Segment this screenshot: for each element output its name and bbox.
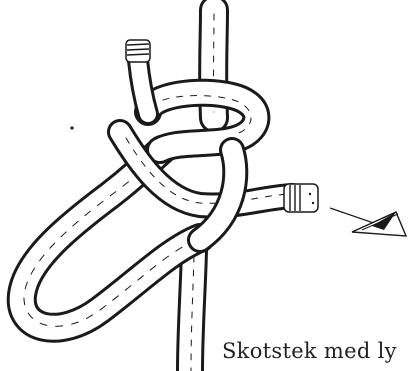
whipping-right [284, 184, 318, 212]
figure-caption: Skotstek med ly [222, 339, 397, 363]
tail-end-right [284, 184, 318, 212]
whipping-top [126, 40, 150, 62]
stray-dot [70, 126, 73, 129]
tail-end-top [126, 40, 150, 114]
bowline-loop [22, 150, 200, 328]
pointer-arrow [330, 208, 406, 236]
standing-part-bottom [190, 250, 194, 371]
